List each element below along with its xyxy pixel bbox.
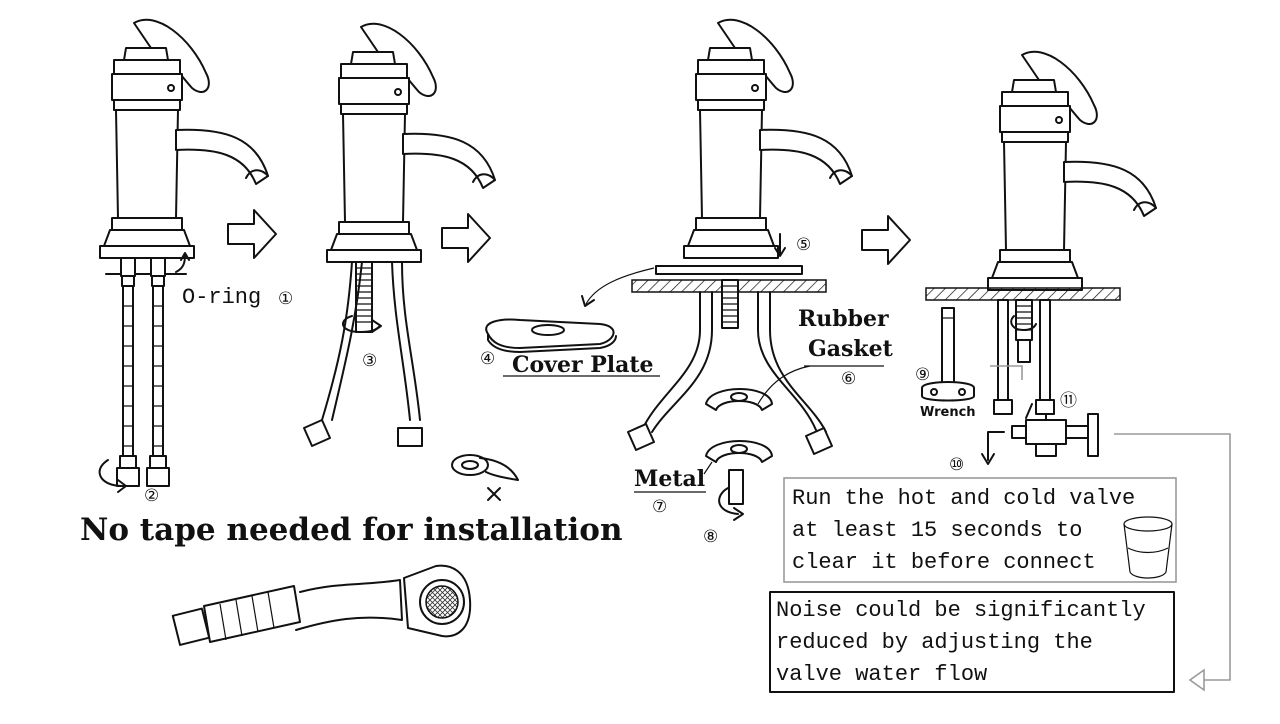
step4-faucet <box>921 50 1157 465</box>
no-tape-icon <box>451 454 519 501</box>
o-ring-label: O-ring <box>182 285 261 310</box>
gasket-label: Gasket <box>808 336 894 362</box>
step-4-number: ④ <box>480 349 495 369</box>
step-1-number: ① <box>278 289 293 309</box>
step2-faucet <box>303 22 496 447</box>
metal-label: Metal <box>634 466 705 492</box>
hose-aerator-illustration <box>171 564 472 646</box>
no-tape-caption: No tape needed for installation <box>80 512 623 548</box>
arrow-right-icon-2 <box>441 213 491 263</box>
arrow-right-icon-3 <box>861 215 911 265</box>
step-2-number: ② <box>144 486 159 506</box>
wrench-label: Wrench <box>920 405 976 420</box>
cover-plate-part <box>485 318 617 353</box>
step1-faucet <box>98 18 269 493</box>
wrench-icon <box>921 307 975 402</box>
flush-note-line-2: at least 15 seconds to <box>792 518 1082 543</box>
cover-plate-label: Cover Plate <box>512 352 654 378</box>
flush-note-box <box>783 477 1177 583</box>
step-11-number: ⑪ <box>1060 391 1077 411</box>
noise-note-line-2: reduced by adjusting the <box>776 630 1093 655</box>
flush-note-line-3: clear it before connect <box>792 550 1096 575</box>
step3-faucet <box>581 18 884 521</box>
step-9-number: ⑨ <box>915 365 930 385</box>
noise-note-line-1: Noise could be significantly <box>776 598 1146 623</box>
step-7-number: ⑦ <box>652 497 667 517</box>
arrow-right-icon <box>227 209 277 259</box>
step-6-number: ⑥ <box>841 369 856 389</box>
step-5-number: ⑤ <box>796 235 811 255</box>
step-3-number: ③ <box>362 351 377 371</box>
step-10-number: ⑩ <box>949 455 964 475</box>
rubber-label: Rubber <box>798 306 889 332</box>
flush-note-line-1: Run the hot and cold valve <box>792 486 1135 511</box>
noise-note-line-3: valve water flow <box>776 662 987 687</box>
noise-note-box <box>769 591 1175 693</box>
step-8-number: ⑧ <box>703 527 718 547</box>
bucket-icon <box>1123 516 1173 579</box>
